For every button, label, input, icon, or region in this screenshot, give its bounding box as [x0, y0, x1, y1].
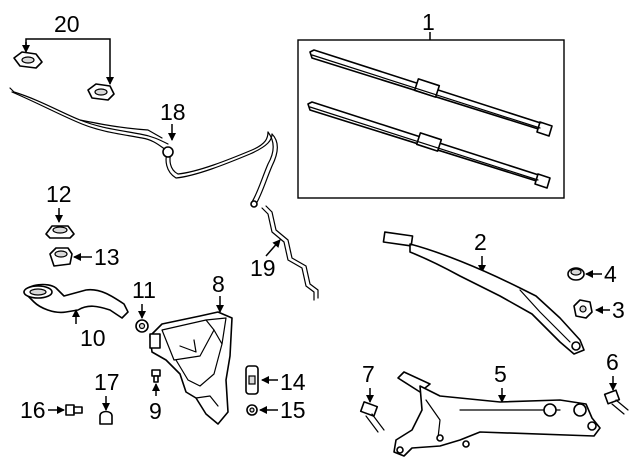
callout-13: 13 [94, 244, 120, 270]
washer-nozzle-right [87, 83, 115, 101]
wiper-linkage [393, 371, 601, 457]
washer-reservoir-cap [45, 225, 75, 239]
grommet-15 [246, 404, 258, 416]
callout-15: 15 [280, 397, 306, 423]
callout-3: 3 [612, 297, 625, 323]
callout-20: 20 [54, 11, 80, 37]
washer-hose-19 [261, 205, 319, 301]
callout-7: 7 [362, 361, 375, 387]
bolt-6 [603, 389, 629, 415]
callout-17: 17 [94, 369, 120, 395]
callout-11: 11 [132, 277, 156, 303]
callout-16: 16 [20, 397, 46, 423]
callout-2: 2 [474, 229, 487, 255]
wiper-blade-upper [309, 49, 553, 137]
bolt-9 [151, 369, 161, 383]
callout-5: 5 [494, 361, 507, 387]
callout-18: 18 [160, 99, 186, 125]
cap-17 [99, 410, 113, 425]
seal-13 [49, 247, 73, 267]
wiper-blade-box [297, 39, 565, 199]
callout-8: 8 [212, 271, 225, 297]
callout-6: 6 [606, 349, 619, 375]
washer-reservoir [149, 311, 233, 425]
callout-9: 9 [149, 398, 162, 424]
washer-hose [9, 87, 278, 208]
wiper-arm [382, 231, 585, 355]
bolt-7 [359, 401, 385, 433]
callout-10: 10 [80, 325, 106, 351]
grommet-11 [135, 319, 149, 333]
filler-neck [23, 283, 129, 319]
wiper-blade-lower [307, 101, 551, 189]
washer-pump [245, 365, 259, 395]
callout-19: 19 [250, 255, 276, 281]
connector-16 [65, 404, 83, 416]
callout-4: 4 [604, 261, 617, 287]
callout-12: 12 [46, 181, 72, 207]
nut-cap-4 [567, 267, 585, 281]
callout-1: 1 [422, 9, 435, 35]
callout-14: 14 [280, 369, 306, 395]
washer-nozzle-left [13, 51, 43, 69]
nut-3 [573, 299, 593, 319]
